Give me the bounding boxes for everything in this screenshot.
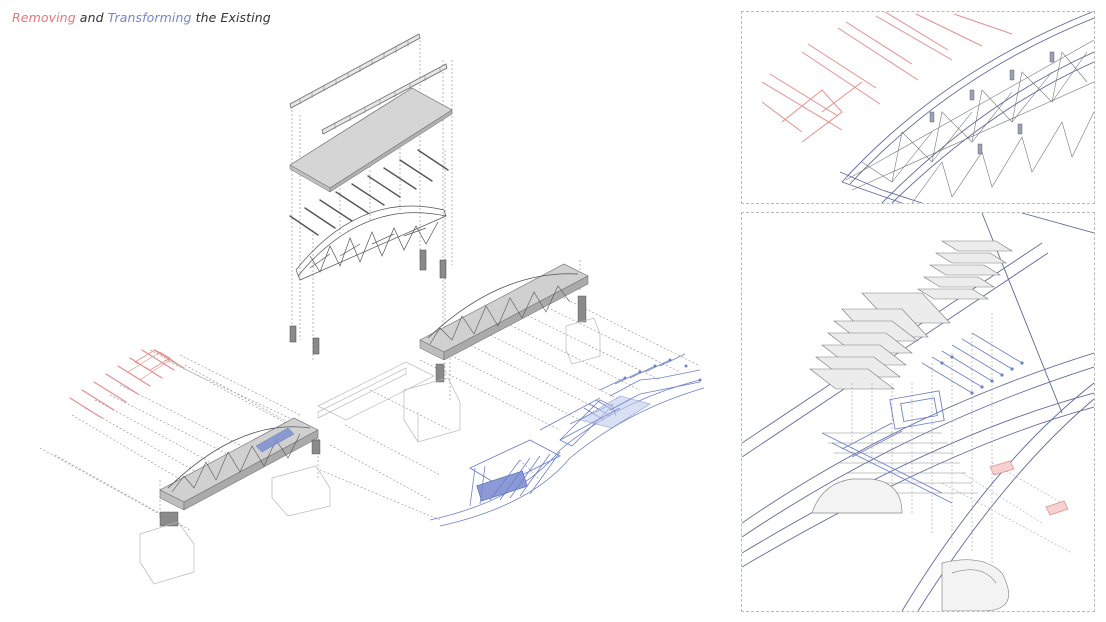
projection-lines [39,40,701,531]
detail-panel-top [741,11,1095,204]
main-exploded-axonometric [39,33,705,585]
existing-bridge-span-left [159,417,321,527]
title-word-removing: Removing [12,10,76,25]
exploded-arch-truss [295,205,447,281]
title-word-existing: the Existing [191,10,271,25]
transformed-elements [429,353,705,527]
exploded-deck-slab [289,87,453,193]
marker-dots [623,358,702,382]
exploded-cross-beams [289,149,449,236]
ground-base [811,478,1010,611]
tie-dots [940,355,1024,395]
title-word-transforming: Transforming [107,10,192,25]
detail-panel-bottom [741,212,1095,612]
detail-arch-truss-drawing [761,12,1094,203]
pier-right-ghost [403,317,601,443]
pier-left-ghost [139,465,331,585]
top-railing-strips [289,33,448,135]
title-word-and: and [75,10,108,25]
detail-truss-web [845,39,1094,203]
middle-ghost-deck [317,361,435,421]
detail-staircase-drawing [742,213,1094,611]
bearing-elements [289,249,447,355]
exploded-steps [809,240,1014,390]
removed-blocks [989,460,1069,516]
sheet-title: Removing and Transforming the Existing [12,10,271,25]
detail-arches [839,12,1094,203]
removed-cross-beams [761,12,1013,143]
lower-stair-flight [822,432,978,494]
detail-nodes [929,51,1055,155]
removed-elements [69,349,185,419]
existing-bridge-span-right [419,263,589,383]
arch-members [742,213,1094,611]
